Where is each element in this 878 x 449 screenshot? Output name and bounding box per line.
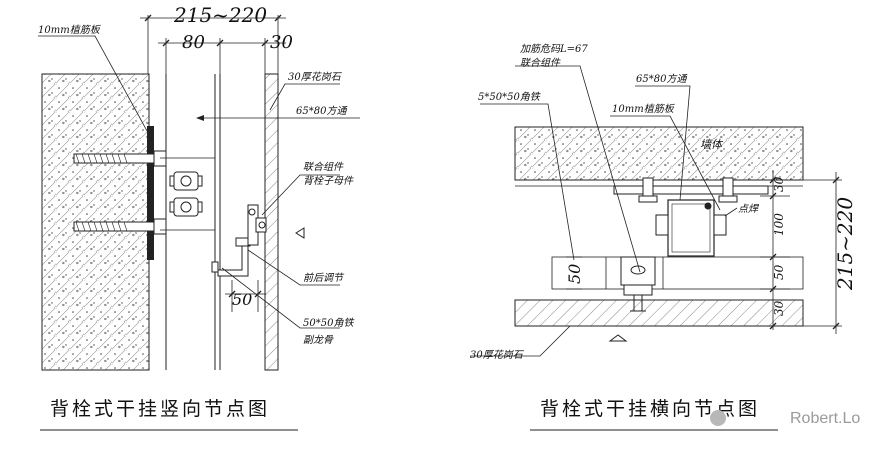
label-angle-left: 50*50角铁 [303, 317, 354, 329]
section-marker [295, 227, 305, 239]
dim-30-left: 30 [270, 32, 293, 53]
right-leaders [470, 65, 738, 357]
label-weld: 点焊 [738, 203, 760, 215]
label-anchor: 背栓子母件 [303, 175, 354, 187]
label-keel: 副龙骨 [303, 334, 334, 346]
joint-assembly [169, 171, 203, 217]
dim-80: 80 [182, 32, 205, 53]
dim-50-right: 50 [772, 264, 786, 280]
label-granite-left: 30厚花岗石 [288, 71, 343, 83]
section-marker-right [608, 334, 628, 342]
dim-30-top: 30 [772, 176, 786, 192]
watermark-text: Robert.Lo [790, 410, 860, 427]
square-tube-right [655, 199, 727, 257]
wall-block [514, 126, 804, 181]
dim-total-left: 215~220 [173, 3, 267, 27]
title-right: 背栓式干挂横向节点图 [540, 398, 760, 420]
label-assembly-left: 联合组件 [303, 161, 344, 173]
vertical-node-drawing [38, 14, 360, 371]
left-leaders [38, 35, 360, 329]
label-code: 加筋危码L=67 [520, 43, 588, 55]
dim-100: 100 [772, 213, 786, 236]
watermark-icon [710, 410, 726, 426]
label-tube-right: 65*80方通 [636, 73, 688, 85]
rebar-plate [147, 126, 154, 260]
label-angle-right: 5*50*50角铁 [478, 91, 541, 103]
label-assembly-right: 联合组件 [520, 57, 561, 69]
angle-iron [211, 204, 267, 277]
dim-50-leftside: 50 [565, 264, 584, 284]
keel-strip [551, 256, 804, 290]
title-left: 背栓式干挂竖向节点图 [50, 398, 270, 420]
dim-30-bottom: 30 [772, 300, 786, 316]
horizontal-node-drawing [470, 65, 842, 357]
label-adjust: 前后调节 [303, 272, 345, 284]
label-granite-right: 30厚花岗石 [470, 349, 525, 361]
dim-50-left: 50 [232, 290, 252, 309]
label-rebar-plate: 10mm植筋板 [38, 24, 102, 36]
label-tube-left: 65*80方通 [296, 105, 348, 117]
granite-panel-right [514, 299, 804, 327]
label-wall: 墙体 [700, 138, 724, 151]
dim-total-right: 215~220 [833, 197, 857, 291]
label-plate-right: 10mm植筋板 [612, 103, 676, 115]
rebar-plate-right [613, 185, 769, 195]
